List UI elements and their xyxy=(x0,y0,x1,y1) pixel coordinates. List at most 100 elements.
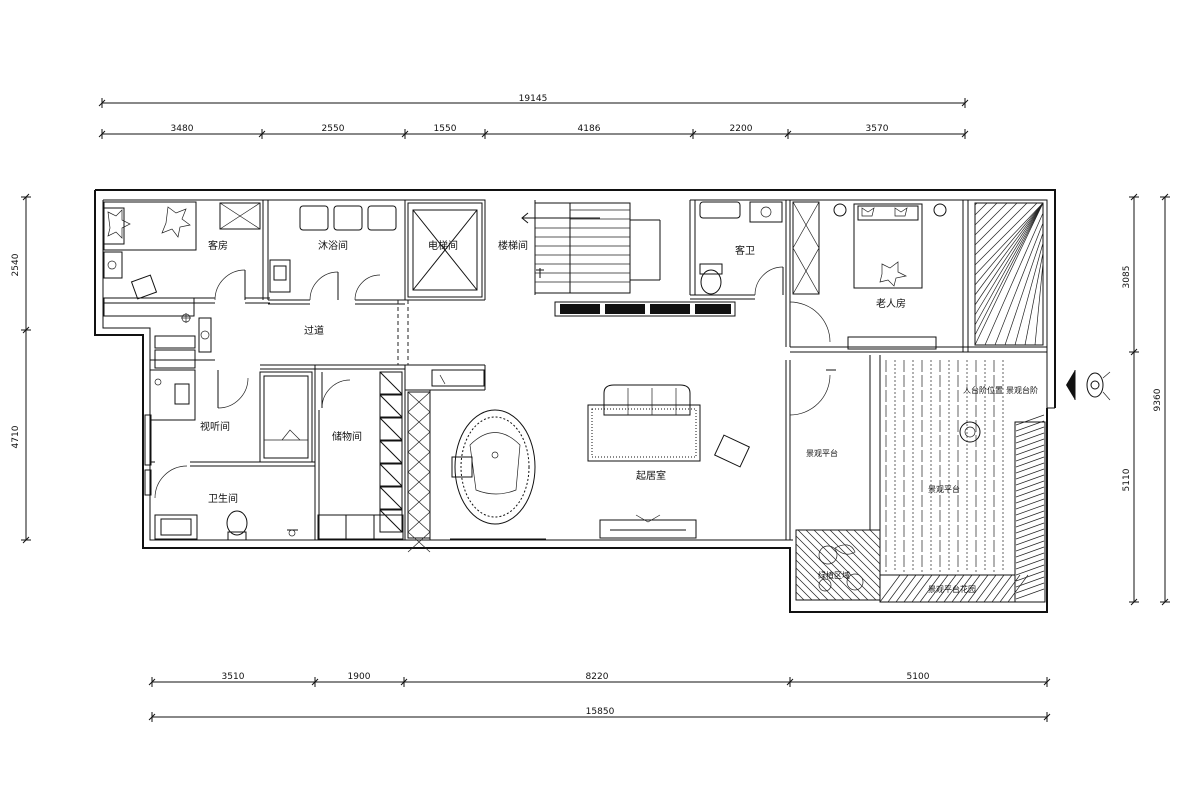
hatch-line xyxy=(805,529,877,601)
hatch-line xyxy=(1004,232,1044,346)
elder-room-furniture xyxy=(789,201,1044,350)
hatch-line xyxy=(974,202,1044,336)
hatch-line xyxy=(994,222,1044,346)
corridor-left xyxy=(144,317,249,496)
hatch-line xyxy=(974,202,1044,306)
hatch-line xyxy=(1024,252,1044,346)
bottom-dim-2: 1900 xyxy=(348,672,371,682)
hatch-line xyxy=(1015,540,1045,552)
label-wc: 卫生间 xyxy=(208,492,238,505)
hatch-line xyxy=(1015,438,1045,450)
hatch-line xyxy=(813,529,881,597)
left-dim-2: 4710 xyxy=(11,425,21,448)
hatch-line xyxy=(1015,432,1045,444)
hatch-line xyxy=(1015,558,1045,570)
hatch-line xyxy=(837,529,881,573)
hatch-line xyxy=(895,574,917,603)
hatch-line xyxy=(991,574,1013,603)
label-guest-room: 客房 xyxy=(208,239,228,252)
bathroom-fixtures xyxy=(269,205,397,301)
label-storage: 储物间 xyxy=(332,430,362,443)
right-inner-dim-1: 3085 xyxy=(1122,266,1132,289)
top-dim-6: 3570 xyxy=(866,124,889,134)
guest-wc-fixtures xyxy=(699,201,784,296)
hatch-line xyxy=(974,202,1044,326)
hatch-line xyxy=(974,202,988,216)
label-living: 起居室 xyxy=(636,469,666,482)
living-column xyxy=(407,369,485,553)
library-furniture xyxy=(259,371,404,540)
label-corridor: 过道 xyxy=(304,324,324,337)
left-dimension-group: 2540 4710 xyxy=(11,193,31,544)
hatch-line xyxy=(974,202,1044,296)
hatch-line xyxy=(1015,510,1045,522)
hatch-line xyxy=(1015,570,1045,582)
right-outer-dim: 9360 xyxy=(1153,388,1163,411)
hatch-line xyxy=(903,574,925,603)
hatch-line xyxy=(974,202,1008,236)
label-guest-wc: 客卫 xyxy=(735,244,755,257)
hatch-line xyxy=(974,202,978,206)
hatch-line xyxy=(974,202,1044,346)
hatch-line xyxy=(845,529,881,565)
hatch-line xyxy=(1015,534,1045,546)
cabinet-diagonal xyxy=(379,486,403,510)
hatch-line xyxy=(821,529,881,589)
bottom-dim-3: 8220 xyxy=(586,672,609,682)
hatch-line xyxy=(974,202,1028,256)
hatch-line xyxy=(1015,516,1045,528)
label-landing: 人台阶位置 xyxy=(963,385,1003,395)
cabinet-unit xyxy=(379,440,403,464)
bottom-total-dim: 15850 xyxy=(586,707,615,717)
hatch-line xyxy=(974,202,1044,286)
panel-diagonal xyxy=(407,411,431,433)
cabinet-diagonal xyxy=(379,371,403,395)
cabinet-unit xyxy=(379,486,403,510)
hatch-line xyxy=(1015,552,1045,564)
label-platform-right: 景观平台 xyxy=(928,484,960,494)
panel-diagonal xyxy=(407,491,431,513)
label-bathroom: 沐浴间 xyxy=(318,239,348,252)
label-entry-step: 景观台阶 xyxy=(1006,385,1038,395)
cabinet-unit xyxy=(379,394,403,418)
hatch-line xyxy=(1015,426,1045,438)
panel-diagonal xyxy=(407,511,431,533)
hatch-line xyxy=(1015,492,1045,504)
top-total-dim: 19145 xyxy=(519,94,548,104)
left-dim-1: 2540 xyxy=(11,253,21,276)
hatch-line xyxy=(795,591,805,601)
top-dim-4: 4186 xyxy=(578,124,601,134)
right-dimension-group: 9360 3085 5110 xyxy=(1122,193,1170,606)
bottom-dimension-group: 3510 1900 8220 5100 15850 xyxy=(148,672,1051,722)
hatch-line xyxy=(1015,456,1045,468)
label-platform-left: 景观平台 xyxy=(806,448,838,458)
hatch-line xyxy=(1015,450,1045,462)
cabinet-diagonal xyxy=(379,394,403,418)
top-dim-1: 3480 xyxy=(171,124,194,134)
cabinet-diagonal xyxy=(379,440,403,464)
hatch-line xyxy=(1015,414,1045,426)
top-dim-5: 2200 xyxy=(730,124,753,134)
label-stair-hall: 楼梯间 xyxy=(498,239,528,252)
hatch-line xyxy=(829,529,881,581)
top-dimension-group: 19145 3480 2550 1550 4186 2200 3570 xyxy=(98,94,969,139)
hatch-line xyxy=(911,574,933,603)
hatch-line xyxy=(927,574,949,603)
hatch-line xyxy=(984,212,1044,346)
hatch-line xyxy=(887,574,909,603)
bottom-dim-1: 3510 xyxy=(222,672,245,682)
hatch-line xyxy=(999,574,1021,603)
hatch-line xyxy=(795,543,853,601)
cabinet-unit xyxy=(379,509,403,533)
hatch-line xyxy=(975,574,997,603)
room-labels: 客房 沐浴间 电梯间 楼梯间 客卫 老人房 过道 视听间 储物间 卫生间 起居室… xyxy=(200,239,1038,594)
hatch-line xyxy=(1015,564,1045,576)
hatch-line xyxy=(1015,582,1045,594)
hatch-line xyxy=(797,529,869,601)
outer-walls xyxy=(94,189,1056,613)
staircase xyxy=(521,202,736,317)
hatch-line xyxy=(1015,474,1045,486)
hatch-line xyxy=(951,574,973,603)
hatch-line xyxy=(1015,420,1045,432)
